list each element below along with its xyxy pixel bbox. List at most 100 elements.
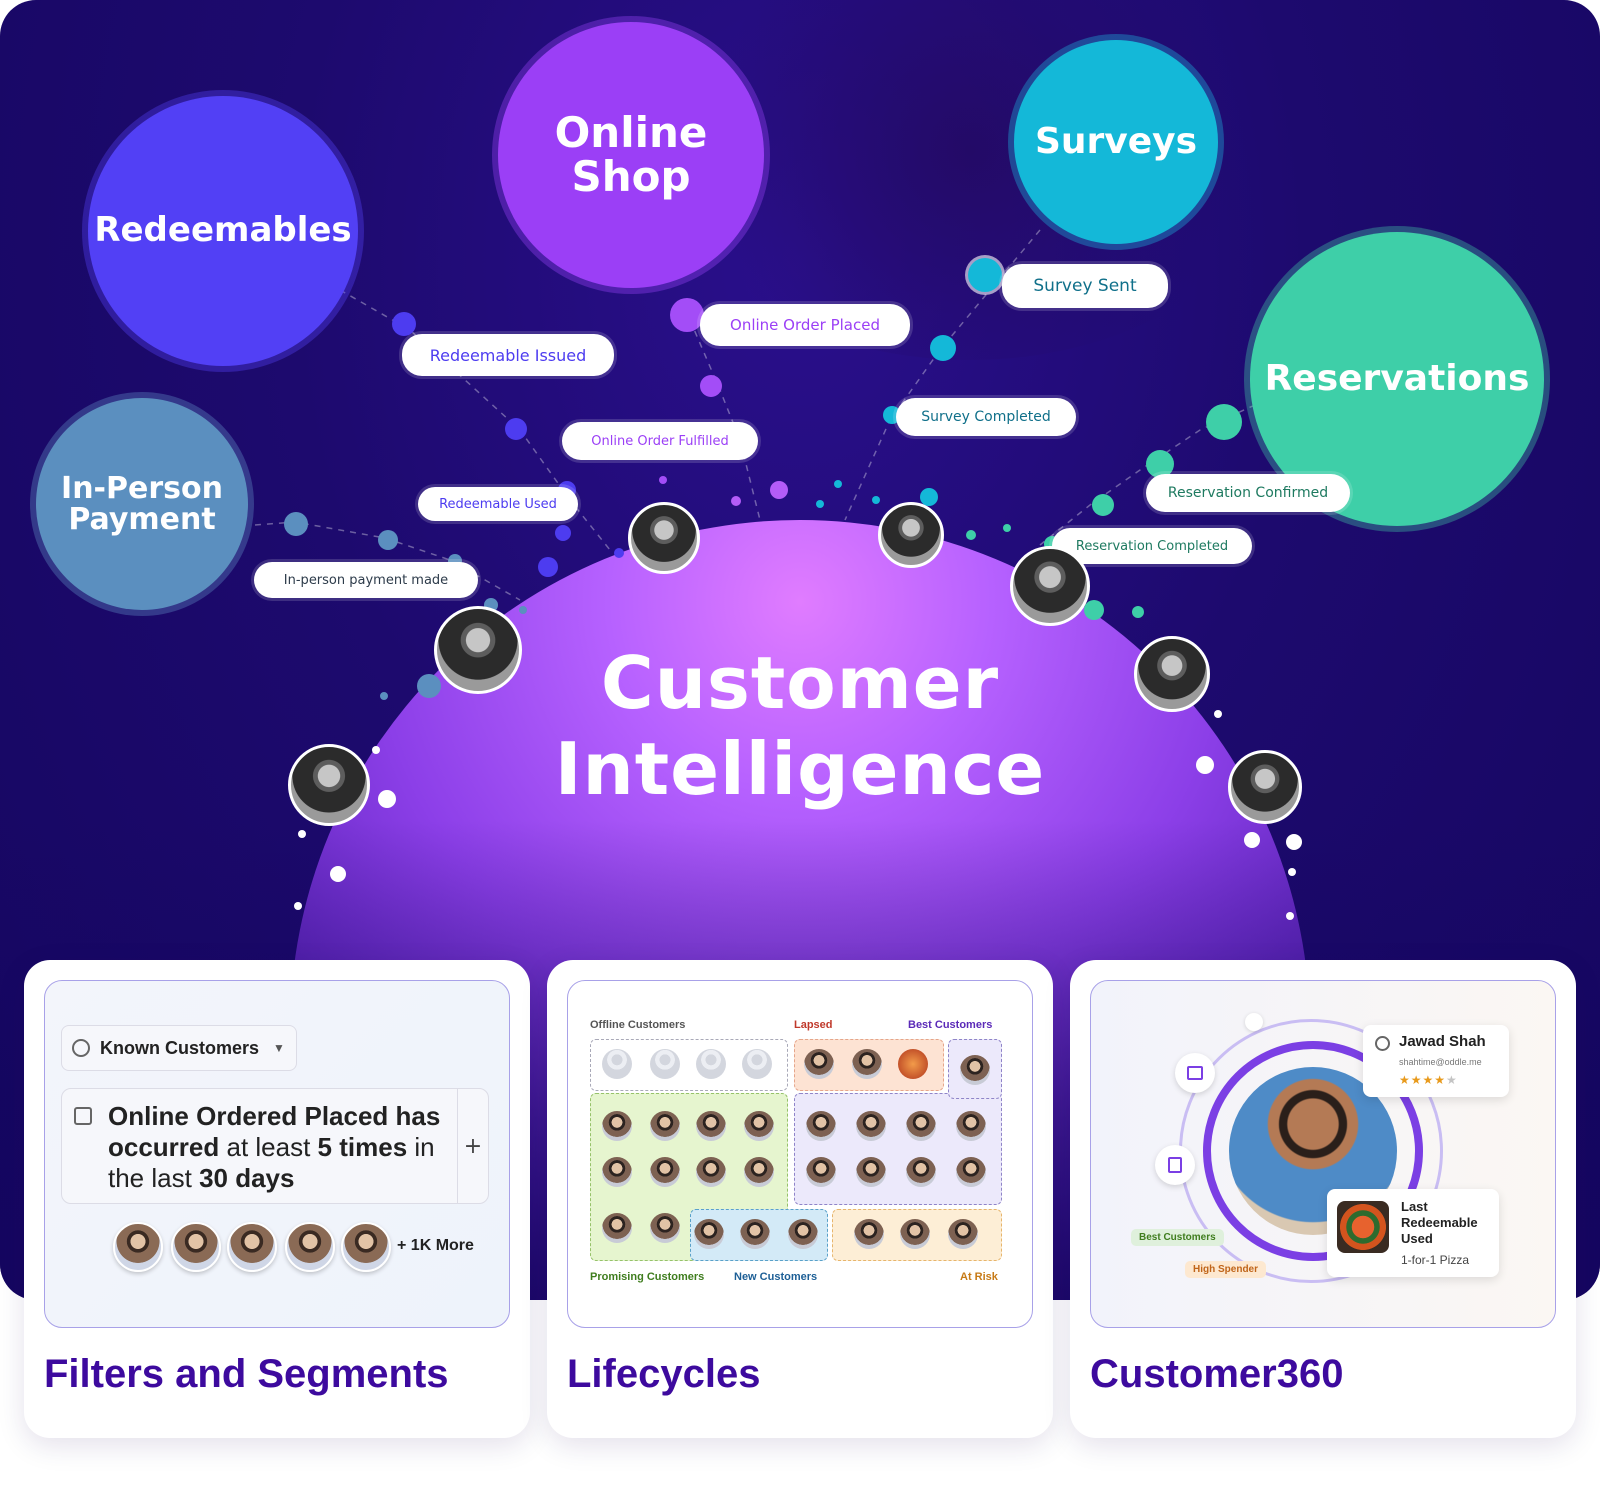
more-customers-count: + 1K More bbox=[397, 1237, 474, 1254]
rule-count: 5 times bbox=[317, 1132, 408, 1162]
pill-online-order-fulfilled[interactable]: Online Order Fulfilled bbox=[562, 422, 758, 460]
dot bbox=[1286, 834, 1302, 850]
store-icon-bubble[interactable] bbox=[1175, 1053, 1215, 1093]
customer360-panel: Jawad Shah shahtime@oddle.me ★★★★★ Last … bbox=[1090, 980, 1556, 1328]
dot bbox=[872, 496, 880, 504]
node-reservation-confirmed bbox=[1146, 450, 1174, 478]
customer-photo bbox=[285, 1222, 335, 1272]
at-risk-customer bbox=[854, 1219, 884, 1249]
promising-customer bbox=[650, 1157, 680, 1187]
filter-rule[interactable]: Online Ordered Placed has occurred at le… bbox=[61, 1088, 489, 1204]
dot bbox=[372, 746, 380, 754]
customer-avatar[interactable] bbox=[628, 502, 700, 574]
best-segment[interactable] bbox=[794, 1093, 1002, 1205]
customer-avatar[interactable] bbox=[434, 606, 522, 694]
customer-avatar[interactable] bbox=[288, 744, 370, 826]
promising-customer bbox=[650, 1111, 680, 1141]
pill-in-person-payment-made[interactable]: In-person payment made bbox=[254, 562, 478, 598]
promising-customer bbox=[744, 1157, 774, 1187]
pill-redeemable-issued-label: Redeemable Issued bbox=[429, 345, 587, 365]
redeemables-bubble[interactable]: Redeemables bbox=[88, 96, 358, 366]
pill-survey-sent[interactable]: Survey Sent bbox=[1002, 264, 1168, 308]
promising-customer bbox=[602, 1111, 632, 1141]
add-condition-button[interactable]: + bbox=[457, 1089, 488, 1203]
lifecycles-panel: Offline Customers Lapsed Best Customers bbox=[567, 980, 1033, 1328]
customer-photo bbox=[341, 1222, 391, 1272]
best-customer bbox=[960, 1055, 990, 1085]
lapsed-customer bbox=[804, 1049, 834, 1079]
customer-rating-stars: ★★★★★ bbox=[1399, 1073, 1458, 1087]
last-redeemable-card[interactable]: Last Redeemable Used 1-for-1 Pizza bbox=[1327, 1189, 1499, 1277]
best-customer bbox=[956, 1157, 986, 1187]
pill-survey-sent-label: Survey Sent bbox=[1033, 276, 1137, 296]
dot bbox=[834, 480, 842, 488]
known-customers-label: Known Customers bbox=[100, 1037, 260, 1058]
node-reservation-4 bbox=[1132, 606, 1144, 618]
online-shop-bubble[interactable]: Online Shop bbox=[498, 22, 764, 288]
best-customers-label: Best Customers bbox=[908, 1019, 993, 1031]
in-person-label-line1: In-Person bbox=[61, 470, 223, 506]
customer-email: shahtime@oddle.me bbox=[1399, 1057, 1482, 1067]
rule-period: 30 days bbox=[199, 1163, 295, 1193]
pill-redeemable-used[interactable]: Redeemable Used bbox=[418, 487, 578, 521]
offline-customer bbox=[650, 1049, 680, 1079]
store-icon bbox=[1187, 1066, 1203, 1080]
dot bbox=[816, 500, 824, 508]
surveys-bubble[interactable]: Surveys bbox=[1014, 40, 1218, 244]
at-risk-label: At Risk bbox=[960, 1271, 998, 1283]
pill-redeemable-issued[interactable]: Redeemable Issued bbox=[402, 334, 614, 376]
node-redeemable-3 bbox=[538, 557, 558, 577]
customer360-card-title: Customer360 bbox=[1090, 1352, 1344, 1396]
node-redeemable-2 bbox=[555, 525, 571, 541]
offline-segment[interactable] bbox=[590, 1039, 788, 1091]
pill-reservation-completed[interactable]: Reservation Completed bbox=[1052, 528, 1252, 564]
customer360-card[interactable]: Jawad Shah shahtime@oddle.me ★★★★★ Last … bbox=[1070, 960, 1576, 1438]
lifecycles-card[interactable]: Offline Customers Lapsed Best Customers bbox=[547, 960, 1053, 1438]
node-in-person bbox=[284, 512, 308, 536]
customer-avatar[interactable] bbox=[1228, 750, 1302, 824]
dot bbox=[1286, 912, 1294, 920]
filters-segments-card[interactable]: Known Customers ▼ Online Ordered Placed … bbox=[24, 960, 530, 1438]
bag-icon-bubble[interactable] bbox=[1155, 1145, 1195, 1185]
shopping-bag-icon bbox=[74, 1107, 92, 1125]
pill-online-order-placed-label: Online Order Placed bbox=[730, 316, 880, 334]
pill-reservation-completed-label: Reservation Completed bbox=[1075, 538, 1229, 554]
node-redeemable bbox=[505, 418, 527, 440]
last-redeemable-value: 1-for-1 Pizza bbox=[1401, 1253, 1470, 1267]
node-reservation bbox=[1206, 404, 1242, 440]
pill-survey-completed-label: Survey Completed bbox=[921, 409, 1051, 425]
title-line1: Customer bbox=[600, 641, 1000, 725]
dot bbox=[519, 606, 527, 614]
in-person-payment-bubble[interactable]: In-Person Payment bbox=[36, 398, 248, 610]
pill-reservation-confirmed[interactable]: Reservation Confirmed bbox=[1146, 474, 1350, 512]
dot bbox=[380, 692, 388, 700]
best-customer bbox=[856, 1111, 886, 1141]
promising-customers-label: Promising Customers bbox=[590, 1271, 705, 1283]
node-survey bbox=[930, 335, 956, 361]
customer-avatar[interactable] bbox=[1010, 546, 1090, 626]
pill-survey-completed[interactable]: Survey Completed bbox=[896, 398, 1076, 436]
pill-online-order-placed[interactable]: Online Order Placed bbox=[700, 304, 910, 346]
node-in-person-3 bbox=[417, 674, 441, 698]
dot bbox=[1003, 524, 1011, 532]
promising-customer bbox=[696, 1157, 726, 1187]
small-store-icon-bubble[interactable] bbox=[1245, 1013, 1263, 1031]
lifecycles-card-title: Lifecycles bbox=[567, 1352, 761, 1396]
node-in-person-2 bbox=[378, 530, 398, 550]
customer-avatar[interactable] bbox=[1134, 636, 1210, 712]
pizza-image bbox=[1337, 1201, 1389, 1253]
pill-reservation-confirmed-label: Reservation Confirmed bbox=[1167, 485, 1329, 501]
offline-customer bbox=[742, 1049, 772, 1079]
customer-avatar[interactable] bbox=[878, 502, 944, 568]
node-online-2 bbox=[770, 481, 788, 499]
pill-in-person-payment-made-label: In-person payment made bbox=[283, 572, 449, 588]
at-risk-customer bbox=[900, 1219, 930, 1249]
new-customer bbox=[740, 1219, 770, 1249]
rule-event: Online Ordered Placed has bbox=[108, 1101, 441, 1131]
customer-profile-card[interactable]: Jawad Shah shahtime@oddle.me ★★★★★ bbox=[1363, 1025, 1509, 1097]
best-customer bbox=[856, 1157, 886, 1187]
rating-stars-filled: ★★★★ bbox=[1399, 1073, 1447, 1087]
node-reservation-3 bbox=[1084, 600, 1104, 620]
lapsed-customer bbox=[852, 1049, 882, 1079]
known-customers-dropdown[interactable]: Known Customers ▼ bbox=[61, 1025, 297, 1071]
